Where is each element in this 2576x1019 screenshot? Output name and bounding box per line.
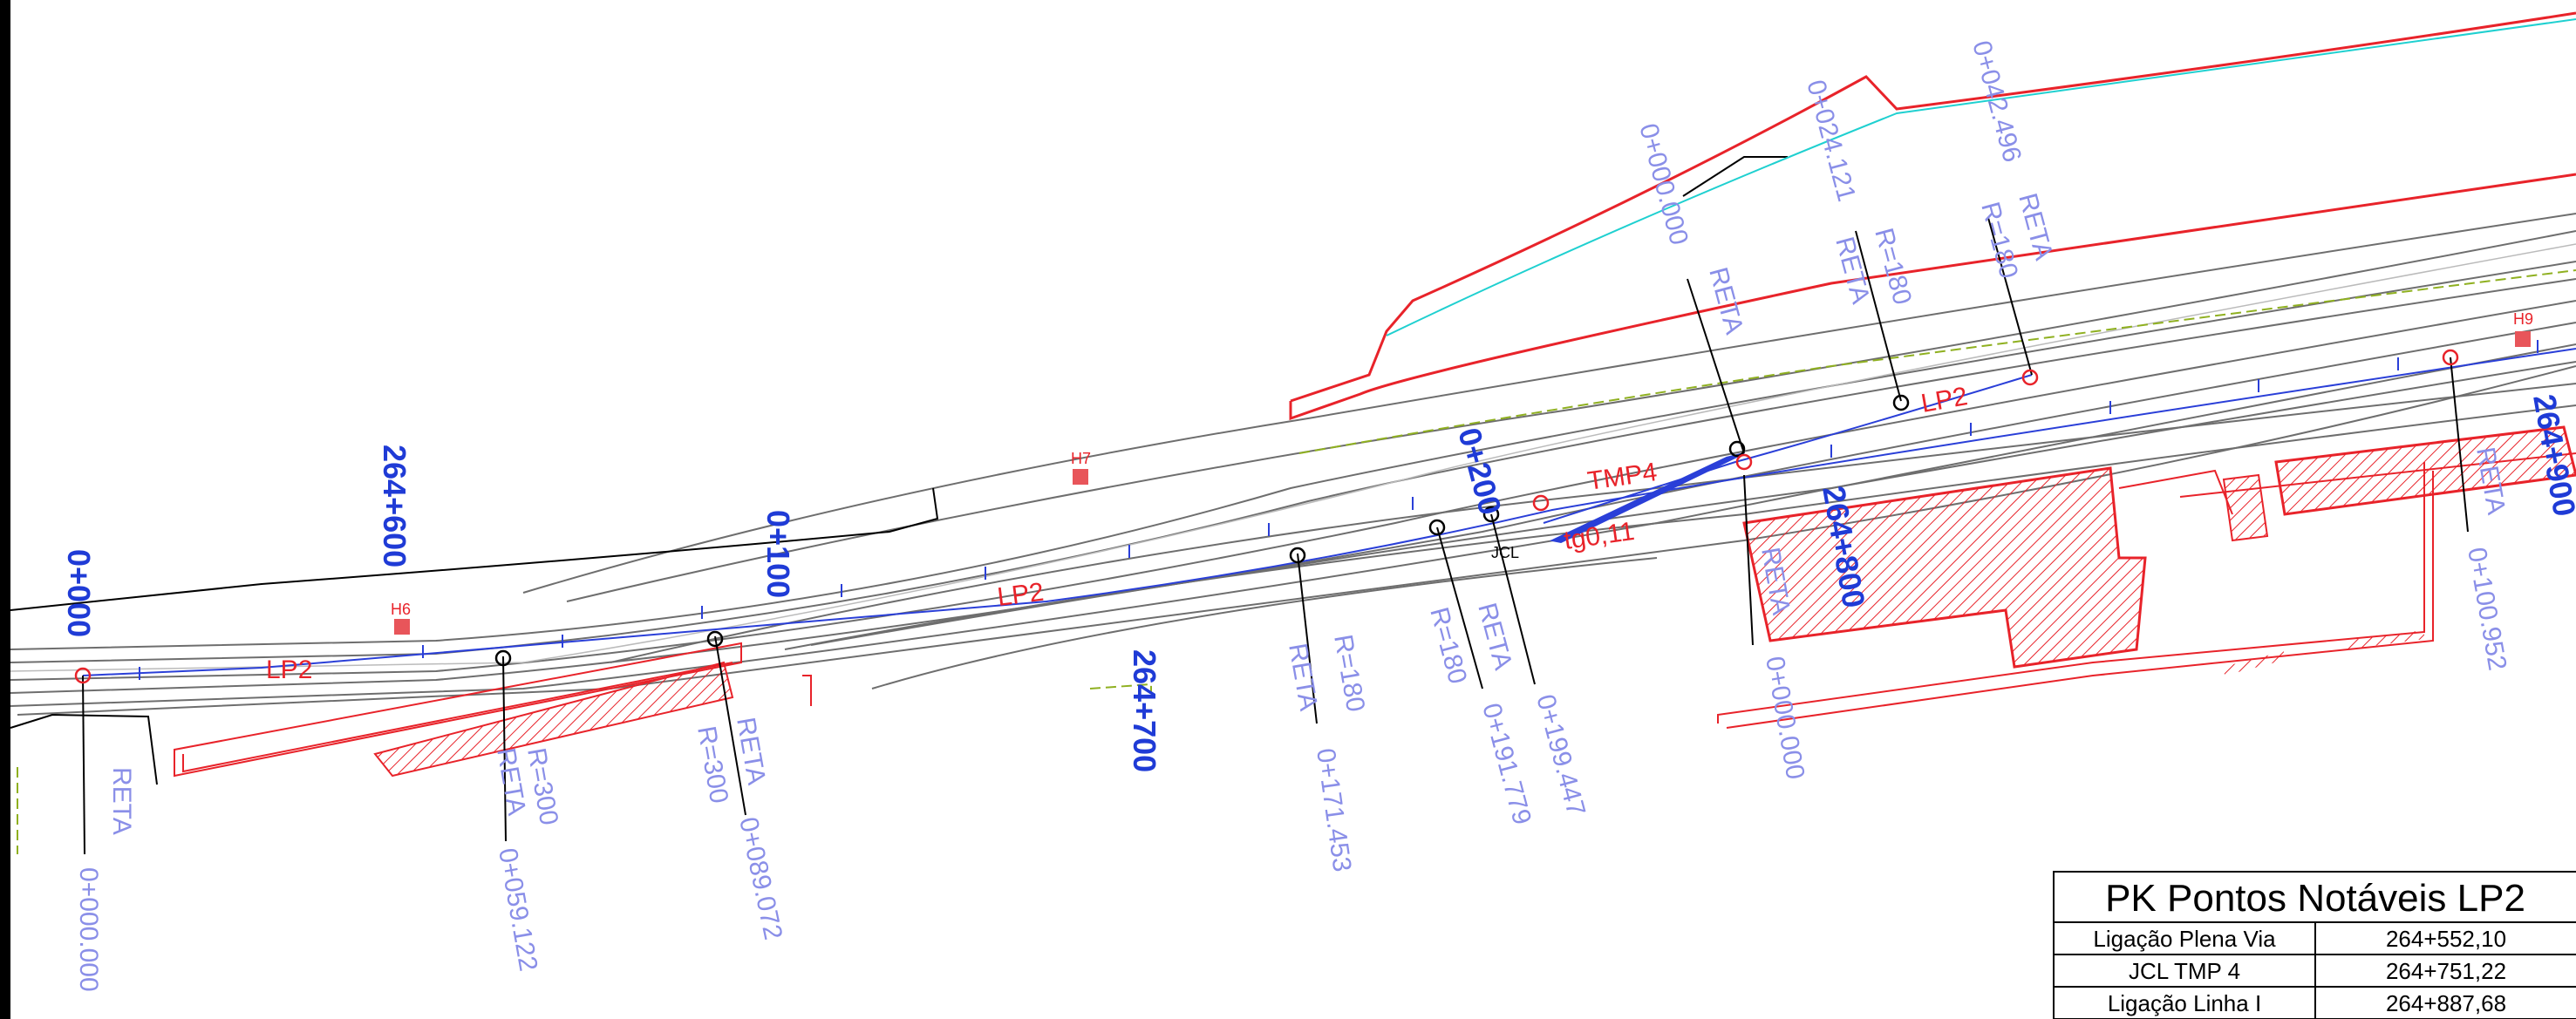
marker-label-h7: H7 <box>1071 450 1091 467</box>
station-label: 0+171.453 <box>1311 746 1357 873</box>
pk-table-cell: Ligação Linha I <box>2108 990 2261 1016</box>
track-label-lp2: LP2 <box>996 578 1046 612</box>
pk-table-cell: Ligação Plena Via <box>2093 926 2276 952</box>
vegetation-lines <box>17 269 2576 854</box>
pk-table-cell: 264+751,22 <box>2386 958 2506 984</box>
geometry-label: R=180 <box>1869 225 1917 308</box>
geometry-label: R=180 <box>1975 199 2023 282</box>
station-label: 0+100.952 <box>2462 545 2511 672</box>
pk-table-cell: 264+552,10 <box>2386 926 2506 952</box>
pk-table-title: PK Pontos Notáveis LP2 <box>2105 877 2525 920</box>
geometry-label: RETA <box>1830 234 1875 307</box>
h-markers <box>394 331 2531 635</box>
marker-label-h9: H9 <box>2513 310 2533 328</box>
track-label-lp2: LP2 <box>266 656 312 684</box>
station-label: 0+191.779 <box>1476 700 1537 827</box>
cyan-edge <box>1386 18 2576 336</box>
station-label: 0+000.000 <box>1633 120 1693 248</box>
frame-border <box>0 0 10 1019</box>
hatched-areas <box>373 425 2576 778</box>
station-label: 0+089.072 <box>733 815 787 942</box>
marker-label-h6: H6 <box>391 601 411 618</box>
pk-table-cell: JCL TMP 4 <box>2129 958 2240 984</box>
station-label: 0+000.000 <box>74 867 103 992</box>
chainage-label: 0+100 <box>760 510 796 598</box>
station-label: 0+059.122 <box>493 846 542 973</box>
chainage-label: 0+200 <box>1451 424 1509 518</box>
geometry-label: RETA <box>1472 600 1517 673</box>
geometry-label: R=300 <box>692 723 733 805</box>
geometry-label: R=300 <box>521 745 563 827</box>
pk-table: PK Pontos Notáveis LP2 Ligação Plena Via… <box>2053 871 2576 1019</box>
junction-label: JCL <box>1491 544 1519 561</box>
alignment-nodes <box>74 349 2459 684</box>
track-label-lp2: LP2 <box>1918 382 1969 418</box>
geometry-label: RETA <box>2013 190 2058 263</box>
chainage-label: 264+700 <box>1127 649 1162 772</box>
lp2-alignment <box>82 340 2576 680</box>
geometry-label: RETA <box>107 767 136 835</box>
boundary-lines <box>10 156 1788 785</box>
geometry-label: R=180 <box>1424 604 1472 687</box>
station-label: 0+024.121 <box>1801 77 1861 204</box>
station-label: 0+199.447 <box>1530 691 1591 819</box>
station-leaders <box>82 217 2469 855</box>
track-label-tg: tg0,11 <box>1562 517 1636 555</box>
geometry-label: RETA <box>1283 641 1323 712</box>
chainage-label: 0+000 <box>61 549 97 637</box>
pk-table-cell: 264+887,68 <box>2386 990 2506 1016</box>
chainage-label: 264+600 <box>377 445 412 567</box>
geometry-label: R=180 <box>1328 632 1370 714</box>
geometry-label: RETA <box>1703 264 1748 337</box>
site-outline <box>1289 11 2576 421</box>
geometry-label: RETA <box>731 715 771 786</box>
